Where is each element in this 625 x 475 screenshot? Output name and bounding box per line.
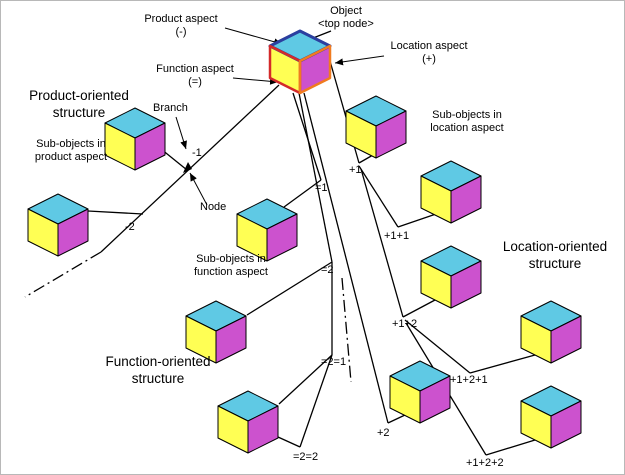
cube-right-face [550, 400, 582, 449]
node-code-minus1: -1 [192, 147, 202, 159]
cube-top-node [268, 29, 332, 95]
node-code-eq2eq1: =2=1 [321, 356, 347, 368]
cube-right-face [247, 405, 279, 454]
location-structure-title: Location-oriented structure [502, 239, 608, 271]
annotation-arrow [232, 77, 279, 85]
cube-product-2 [27, 193, 89, 257]
cube-product-1 [104, 107, 166, 171]
node-code-minus2: -2 [125, 221, 135, 233]
node-code-eq2: =2 [321, 264, 334, 276]
branch-line [341, 277, 352, 383]
branch-line [469, 354, 536, 374]
cube-function-3 [217, 390, 279, 454]
branch-line [402, 299, 436, 318]
cube-right-face [57, 208, 89, 257]
node-code-plus1plus2plus2: +1+2+2 [466, 457, 504, 469]
cube-location-1-1 [420, 160, 482, 224]
cube-right-face [450, 175, 482, 224]
function-structure-title: Function-oriented structure [105, 354, 211, 386]
location-aspect-label: Location aspect (+) [390, 40, 468, 66]
sub-objects-function-label: Sub-objects in function aspect [194, 253, 268, 279]
branch-line [404, 319, 471, 374]
branch-line [485, 439, 536, 456]
node-code-eq1: =1 [315, 182, 328, 194]
node-code-plus1: +1 [349, 164, 362, 176]
cube-location-1 [345, 95, 407, 159]
cube-right-face [550, 315, 582, 364]
cube-location-2 [389, 360, 451, 424]
branch-annotation-label: Branch [153, 102, 188, 114]
branch-line [387, 414, 406, 424]
cube-right-face [375, 110, 407, 159]
annotation-arrow [334, 55, 385, 66]
node-annotation-label: Node [200, 201, 227, 213]
cube-right-face [266, 213, 298, 262]
branch-line [397, 213, 437, 228]
cube-location-1-2-2 [520, 385, 582, 449]
cube-function-1 [236, 198, 298, 262]
branch-line [24, 251, 102, 298]
branch-line [360, 168, 404, 318]
node-marker [183, 162, 192, 173]
branch-line [283, 179, 322, 208]
cube-right-face [419, 375, 451, 424]
annotation-arrow [224, 27, 283, 46]
branch-line [87, 210, 144, 215]
node-code-plus1plus1: +1+1 [384, 230, 410, 242]
branch-line [298, 92, 333, 263]
object-top-node-label: Object <top node> [318, 5, 374, 31]
node-code-plus1plus2: +1+2 [392, 318, 418, 330]
annotation-arrow [189, 172, 208, 206]
branch-line [358, 154, 374, 164]
cube-right-face [215, 315, 247, 364]
product-structure-title: Product-oriented structure [29, 88, 129, 120]
node-code-eq2eq2: =2=2 [293, 451, 319, 463]
product-aspect-label: Product aspect (-) [144, 13, 218, 39]
branch-line [358, 165, 399, 228]
location-aspect-outline [298, 44, 332, 95]
cube-location-1-2-1 [520, 300, 582, 364]
branch-line [278, 354, 333, 405]
sub-objects-location-label: Sub-objects in location aspect [430, 109, 504, 135]
annotation-arrow [175, 116, 187, 150]
cube-right-face [134, 122, 166, 171]
node-code-plus1plus2plus1: +1+2+1 [450, 374, 488, 386]
branch-line [303, 92, 389, 424]
function-aspect-label: Function aspect (=) [156, 63, 234, 89]
branch-line [277, 436, 301, 448]
sub-objects-product-label: Sub-objects in product aspect [34, 138, 108, 164]
branch-line [299, 354, 333, 448]
cube-location-1-2 [420, 245, 482, 309]
branch-line [246, 261, 333, 316]
cube-function-2 [185, 300, 247, 364]
node-code-plus2: +2 [377, 427, 390, 439]
cube-right-face [450, 260, 482, 309]
